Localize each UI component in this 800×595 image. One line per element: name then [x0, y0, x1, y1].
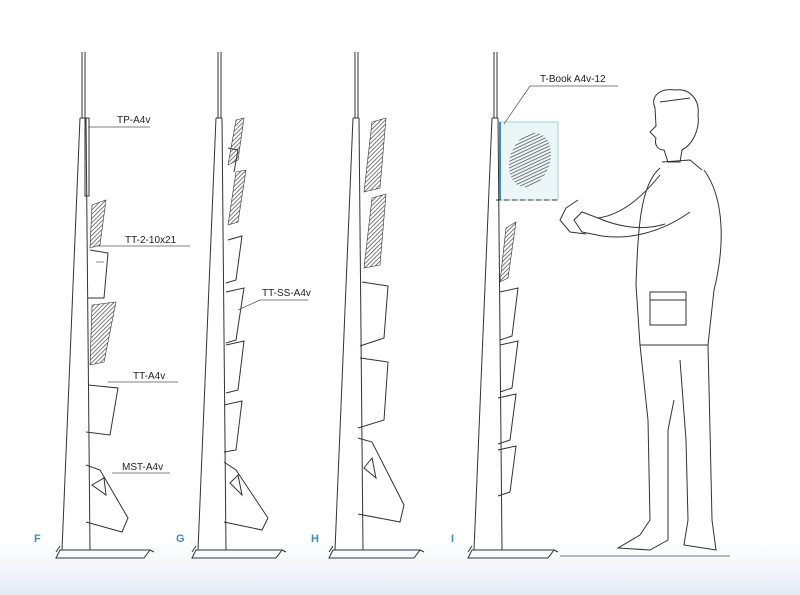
tp-panel — [84, 117, 90, 197]
label-tt-ss-a4v: TT-SS-A4v — [262, 288, 311, 299]
label-mst-a4v: MST-A4v — [122, 462, 163, 473]
label-tp-a4v: TP-A4v — [117, 115, 150, 126]
stand-f — [55, 52, 190, 559]
stand-i — [467, 52, 618, 559]
letter-g: G — [176, 533, 185, 545]
person-figure — [559, 89, 730, 557]
shelves-f — [85, 199, 129, 533]
letter-i: I — [451, 533, 454, 545]
label-tt-a4v: TT-A4v — [133, 371, 165, 382]
stand-g — [191, 52, 308, 559]
label-tt-2-10x21: TT-2-10x21 — [125, 235, 177, 246]
letter-h: H — [311, 533, 319, 545]
bottom-gradient — [0, 540, 800, 595]
label-t-book-a4v-12: T-Book A4v-12 — [540, 74, 606, 85]
base-f — [55, 545, 155, 559]
stand-h — [328, 52, 425, 559]
t-book-page — [508, 132, 552, 188]
letter-f: F — [34, 533, 41, 545]
